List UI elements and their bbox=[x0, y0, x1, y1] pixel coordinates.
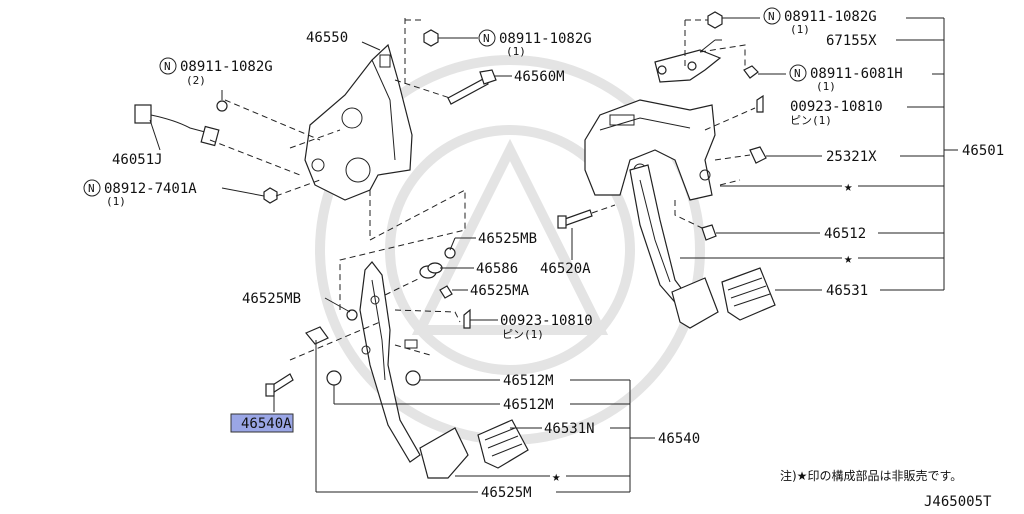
n-marker-icon bbox=[83, 179, 101, 197]
bushing-46525ma bbox=[439, 285, 453, 299]
n-marker-letter: N bbox=[88, 182, 95, 195]
label-46586: 46586 bbox=[476, 261, 518, 277]
bolt-46560m bbox=[447, 69, 497, 105]
n-marker-letter: N bbox=[794, 67, 801, 80]
nut-7401a bbox=[263, 187, 278, 204]
label-46540: 46540 bbox=[658, 431, 700, 447]
label-25321x: 25321X bbox=[826, 149, 877, 165]
label-bolt-top-mid-qty: (1) bbox=[506, 45, 526, 58]
pedal-pad-46540 bbox=[419, 419, 529, 479]
label-46525mb-lower: 46525MB bbox=[242, 291, 301, 307]
pin-right bbox=[756, 94, 764, 113]
label-46520a: 46520A bbox=[540, 261, 591, 277]
label-46540a[interactable]: 46540A bbox=[241, 416, 292, 432]
brake-pedal-pad-46531 bbox=[671, 267, 776, 329]
callout-labels: 46550 N 08911-1082G (2) N 08911-1082G (1… bbox=[83, 7, 1004, 501]
bushing-46525mb bbox=[346, 247, 456, 321]
label-nut-7401a: 08912-7401A bbox=[104, 181, 197, 197]
highlight-46540a bbox=[230, 413, 294, 433]
label-bolt-top-right-qty: (1) bbox=[790, 23, 810, 36]
label-46531n: 46531N bbox=[544, 421, 595, 437]
label-nut-6081h-qty: (1) bbox=[816, 80, 836, 93]
stopper-46512 bbox=[701, 224, 717, 241]
nut-top-right bbox=[707, 11, 723, 29]
spring-46586 bbox=[419, 262, 443, 279]
star-marker-right-upper: ★ bbox=[844, 179, 853, 195]
brake-pedal-arm bbox=[629, 164, 691, 309]
n-marker-letter: N bbox=[768, 10, 775, 23]
label-46501: 46501 bbox=[962, 143, 1004, 159]
n-marker-letter: N bbox=[483, 32, 490, 45]
star-marker-right-lower: ★ bbox=[844, 251, 853, 267]
n-marker-icon bbox=[789, 64, 807, 82]
pin-left bbox=[463, 308, 471, 329]
label-bolt-top-left: 08911-1082G bbox=[180, 59, 273, 75]
label-46550: 46550 bbox=[306, 30, 348, 46]
label-46512: 46512 bbox=[824, 226, 866, 242]
label-46051j: 46051J bbox=[112, 152, 163, 168]
label-bolt-top-right: 08911-1082G bbox=[784, 9, 877, 25]
stopper-left bbox=[305, 326, 329, 345]
clutch-pedal-arm bbox=[359, 261, 421, 463]
label-bolt-top-mid: 08911-1082G bbox=[499, 31, 592, 47]
label-46560m: 46560M bbox=[514, 69, 565, 85]
label-46525ma: 46525MA bbox=[470, 283, 530, 299]
n-marker-icon bbox=[478, 29, 496, 47]
label-46512m-lower: 46512M bbox=[503, 397, 554, 413]
label-nut-6081h: 08911-6081H bbox=[810, 66, 903, 82]
nut-6081h bbox=[743, 65, 759, 79]
footer-note: 注)★印の構成部品は非販売です。 bbox=[780, 468, 962, 483]
switch-46051j bbox=[134, 100, 228, 147]
n-marker-icon bbox=[159, 57, 177, 75]
bolt-46540a bbox=[265, 373, 294, 397]
switch-25321x bbox=[749, 146, 767, 164]
label-67155x: 67155X bbox=[826, 33, 877, 49]
label-46531: 46531 bbox=[826, 283, 868, 299]
label-46525mb-upper: 46525MB bbox=[478, 231, 537, 247]
n-marker-letter: N bbox=[164, 60, 171, 73]
star-marker-left: ★ bbox=[552, 469, 561, 485]
label-pin-right-sub: ピン(1) bbox=[790, 114, 832, 127]
label-bolt-top-left-qty: (2) bbox=[186, 74, 206, 87]
label-pin-left: 00923-10810 bbox=[500, 313, 593, 329]
nut-top-mid bbox=[423, 29, 439, 47]
n-marker-icon bbox=[763, 7, 781, 25]
bolt-46520a bbox=[557, 209, 593, 229]
leader-lines bbox=[149, 17, 958, 493]
diagram-code: J465005T bbox=[924, 494, 992, 510]
label-pin-right: 00923-10810 bbox=[790, 99, 883, 115]
label-nut-7401a-qty: (1) bbox=[106, 195, 126, 208]
bracket-46550 bbox=[304, 43, 413, 201]
label-46512m-upper: 46512M bbox=[503, 373, 554, 389]
bracket-67155x bbox=[654, 49, 722, 83]
label-46525m: 46525M bbox=[481, 485, 532, 501]
label-pin-left-sub: ピン(1) bbox=[502, 328, 544, 341]
